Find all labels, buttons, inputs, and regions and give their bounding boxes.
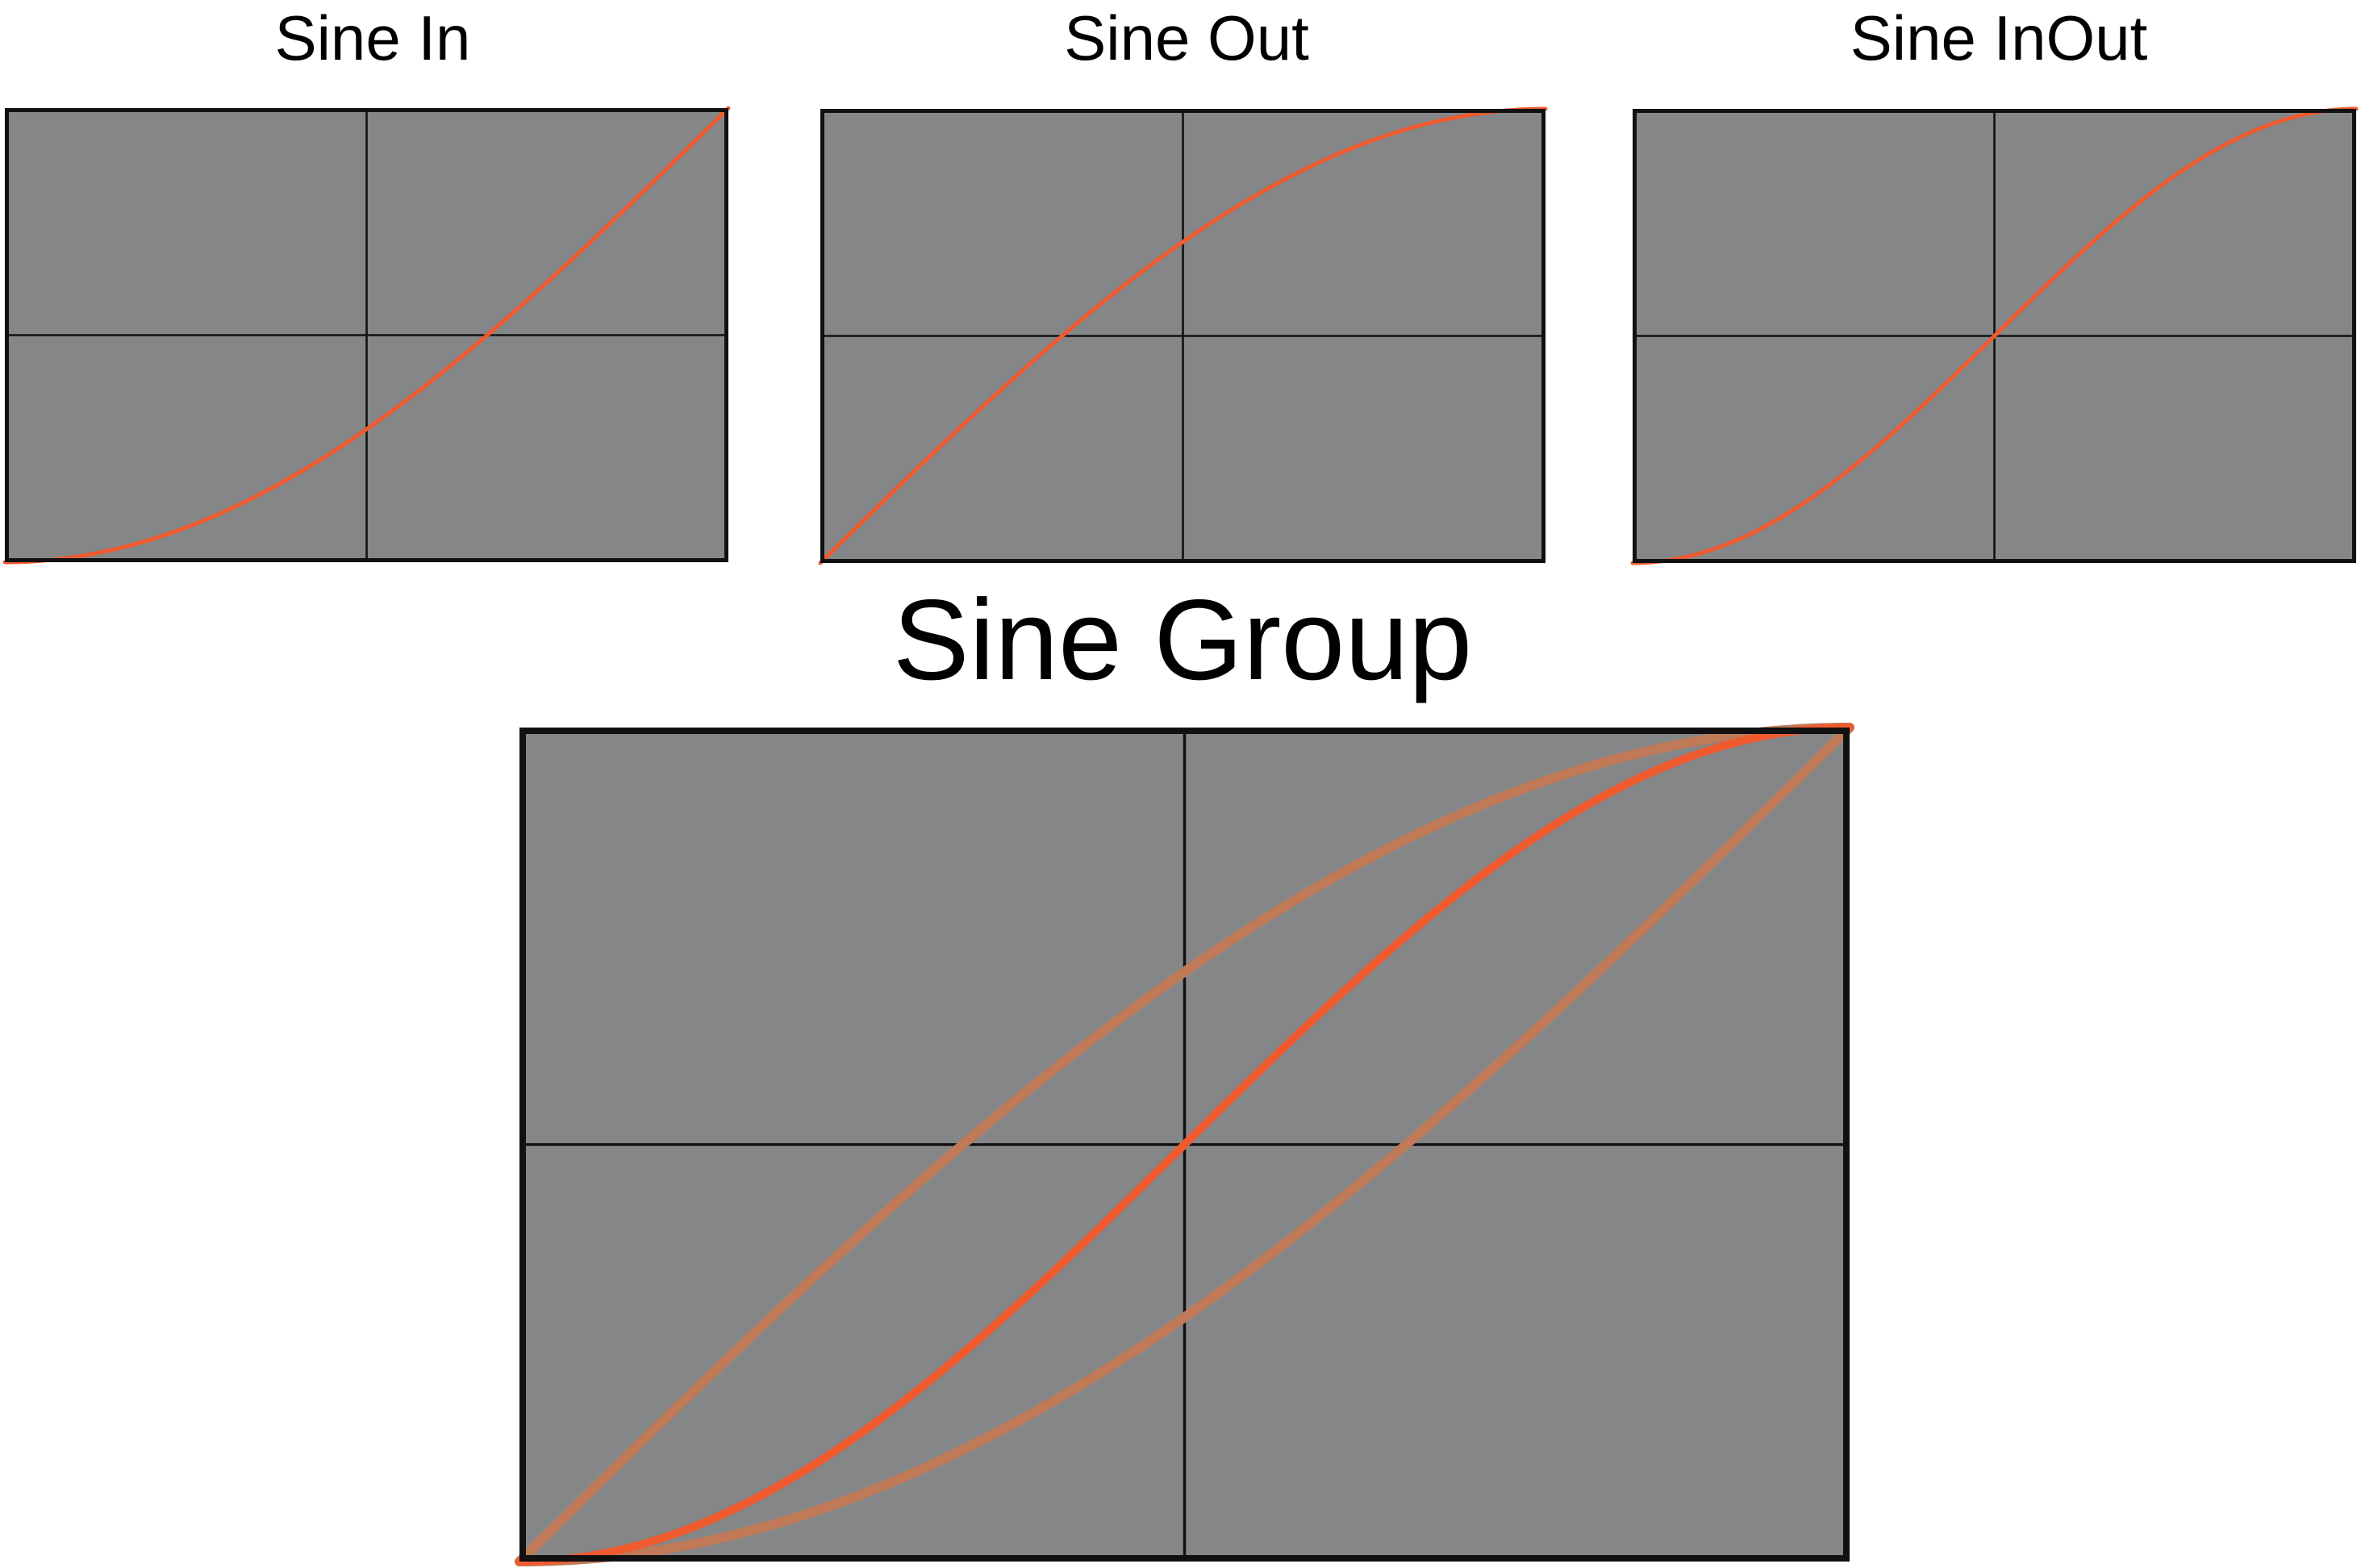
chart-sine-group [515, 723, 1854, 1566]
plot-border [820, 109, 1545, 563]
series-line-sine-inout [1630, 106, 2359, 565]
series-line-sine-in-faded [515, 723, 1854, 1566]
chart-sine-in [2, 106, 731, 565]
chart-title-sine-in: Sine In [274, 2, 471, 73]
series-line-sine-out [818, 106, 1548, 565]
series-line-sine-in [2, 106, 731, 565]
plot-border [5, 108, 728, 562]
chart-title-sine-group: Sine Group [892, 576, 1473, 704]
chart-sine-inout [1630, 106, 2359, 565]
plot-border [519, 728, 1850, 1562]
series-line-sine-out-faded [515, 723, 1854, 1566]
chart-title-sine-inout: Sine InOut [1850, 2, 2148, 73]
plot-border [1633, 109, 2356, 563]
chart-sine-out [818, 106, 1548, 565]
series-line-sine-inout [515, 724, 1854, 1566]
chart-title-sine-out: Sine Out [1064, 2, 1309, 73]
